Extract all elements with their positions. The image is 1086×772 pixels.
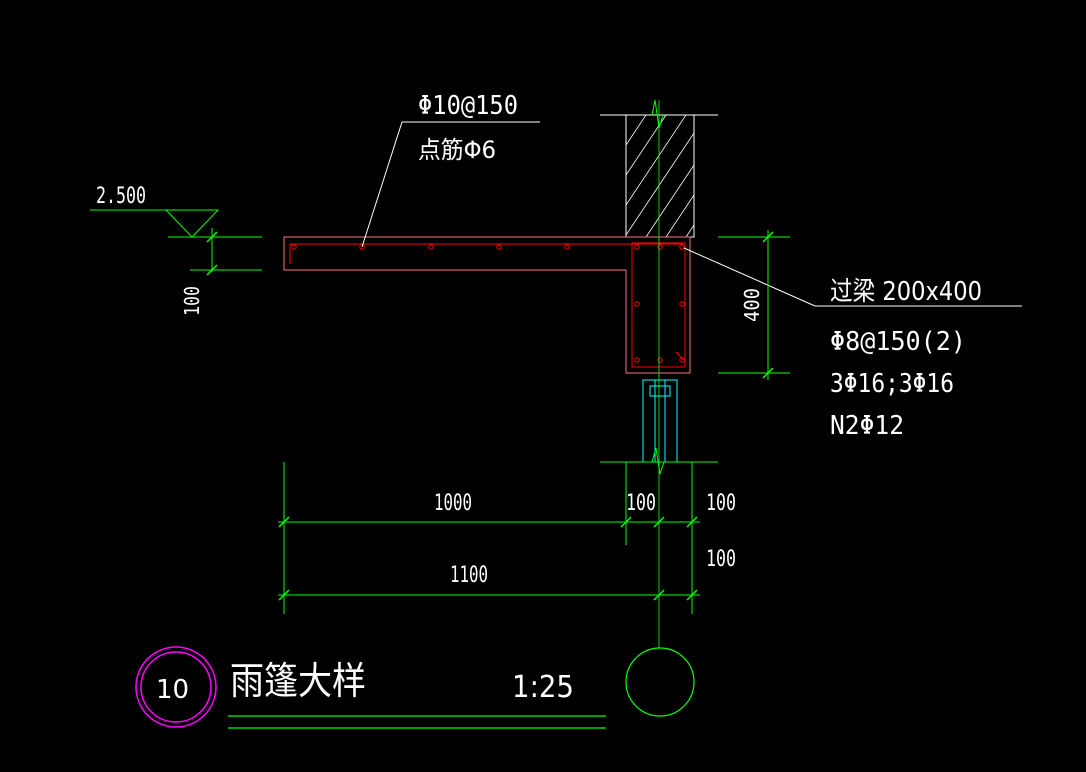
detail-number-inner-circle xyxy=(140,651,212,723)
beam-side-bar-label: N2Φ12 xyxy=(830,411,904,441)
beam-bar-dot xyxy=(634,244,640,250)
beam-title-label: 过梁 200x400 xyxy=(830,277,982,307)
elevation-value: 2.500 xyxy=(96,184,146,209)
slab-bar-dot xyxy=(291,244,297,250)
slab-bar-dot xyxy=(428,244,434,250)
wall-left-label: 100 xyxy=(626,491,656,516)
beam-height-label: 400 xyxy=(740,288,764,322)
right-extra-label: 100 xyxy=(706,547,736,572)
canopy-slab-outline xyxy=(283,236,691,374)
slab-distribution-label: 点筋Φ6 xyxy=(418,136,496,164)
beam-longitudinal-bars xyxy=(634,244,685,363)
detail-scale: 1:25 xyxy=(512,670,574,705)
axis-bubble xyxy=(625,647,695,717)
wall-hatch xyxy=(625,114,695,238)
window-outline xyxy=(642,379,678,463)
upper-wall-outline xyxy=(625,114,695,238)
slab-thickness-label: 100 xyxy=(180,286,204,316)
elevation-triangle-icon xyxy=(164,209,220,238)
beam-stirrup-label: Φ8@150(2) xyxy=(830,327,966,357)
wall-right-label: 100 xyxy=(706,491,736,516)
slab-rebar-leader: Φ10@150 点筋Φ6 xyxy=(361,91,540,248)
beam-bar-dot xyxy=(679,301,685,307)
detail-number-outer-circle xyxy=(135,646,217,728)
beam-bar-dot xyxy=(634,301,640,307)
wall-break-symbol-bottom xyxy=(651,447,665,475)
beam-bar-dot xyxy=(679,357,685,363)
beam-bar-dot xyxy=(679,244,685,250)
slab-bar-dot xyxy=(564,244,570,250)
window-frame xyxy=(642,379,678,463)
beam-height-dimension xyxy=(718,230,790,380)
slab-length-label: 1000 xyxy=(434,491,472,516)
title-block: 10 雨篷大样 1:25 xyxy=(135,646,606,729)
beam-stirrup xyxy=(631,242,686,368)
canopy-concrete xyxy=(283,236,691,374)
beam-annotation: 过梁 200x400 Φ8@150(2) 3Φ16;3Φ16 N2Φ12 xyxy=(683,247,1022,441)
horizontal-dimensions xyxy=(278,462,700,614)
detail-title: 雨篷大样 xyxy=(230,659,366,703)
slab-rebar-label: Φ10@150 xyxy=(418,91,518,121)
beam-main-bar-label: 3Φ16;3Φ16 xyxy=(830,369,954,399)
beam-bar-dot xyxy=(657,357,663,363)
elevation-marker: 2.500 100 xyxy=(90,184,262,316)
slab-bar-dot xyxy=(496,244,502,250)
detail-number: 10 xyxy=(156,675,189,705)
slab-distribution-bars xyxy=(291,244,570,250)
beam-bar-dot xyxy=(634,357,640,363)
total-length-label: 1100 xyxy=(450,563,488,588)
beam-bar-dot xyxy=(657,244,663,250)
beam-stirrup-hook xyxy=(675,351,685,361)
slab-bar-dot xyxy=(359,244,365,250)
wall-break-symbol-top xyxy=(651,99,664,129)
